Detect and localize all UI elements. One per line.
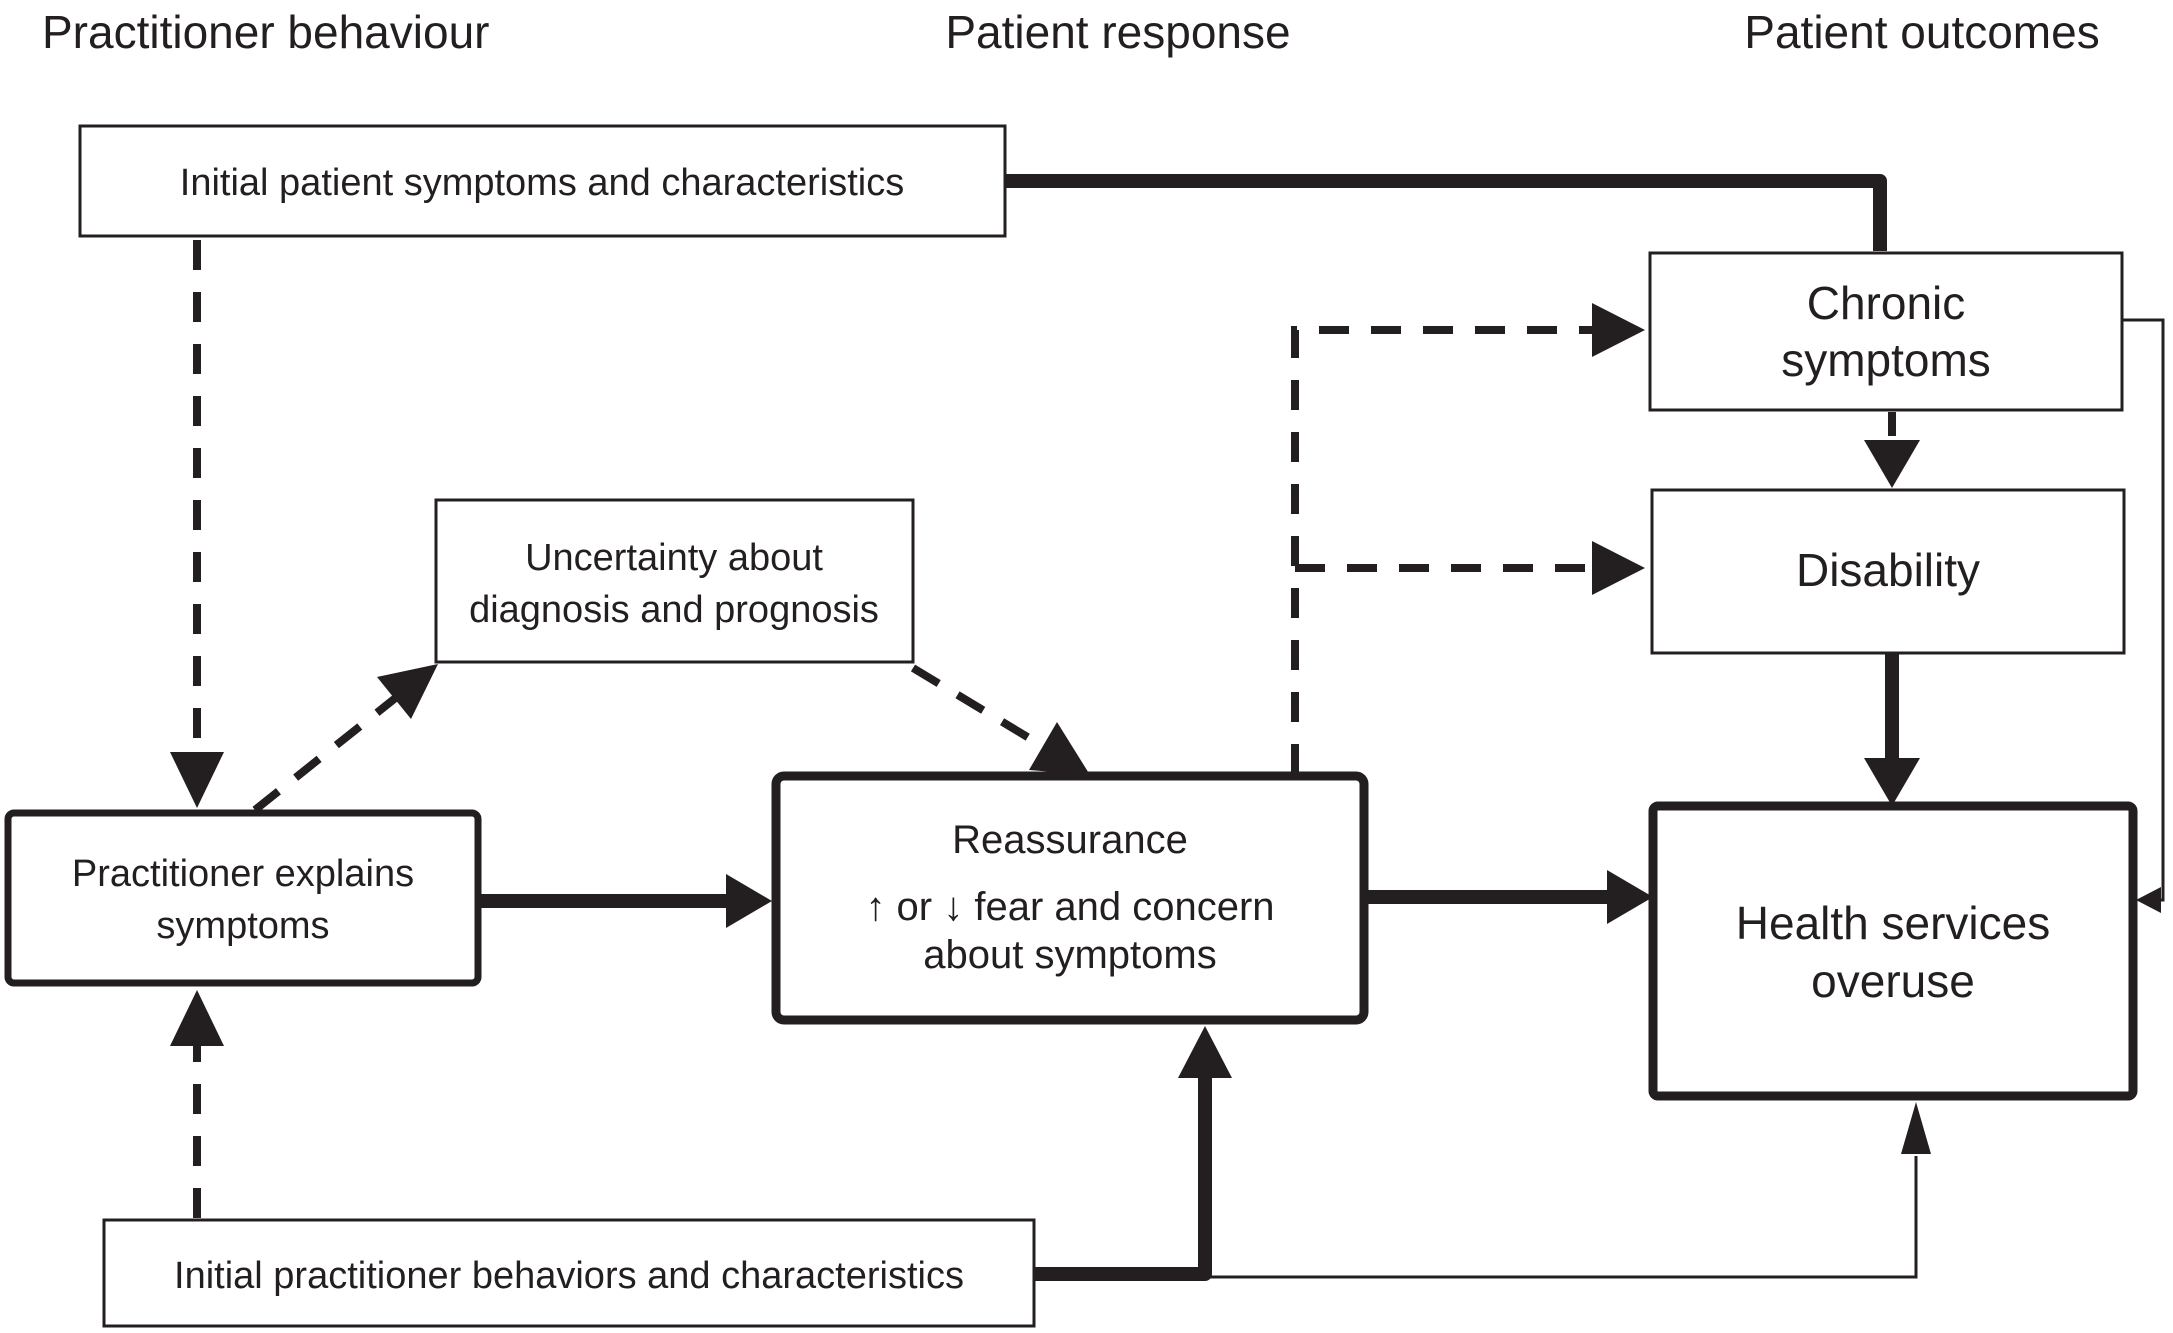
box-practitioner-explains-line2: symptoms xyxy=(156,905,329,947)
edge-uncertainty-to-reassurance xyxy=(910,664,1047,751)
box-reassurance-rect xyxy=(771,771,1369,1025)
box-practitioner-explains-rect xyxy=(4,809,482,987)
box-uncertainty-line1: Uncertainty about xyxy=(525,537,823,579)
arrowhead-into-reassurance-left xyxy=(726,874,772,928)
box-chronic-symptoms-line1: Chronic xyxy=(1807,277,1966,329)
edge-chronic-symptoms-to-health-services-loop xyxy=(2122,318,2165,902)
arrowhead-into-disability-left xyxy=(1592,541,1645,595)
box-initial-patient-symptoms: Initial patient symptoms and characteris… xyxy=(78,124,1007,238)
box-reassurance-line3: about symptoms xyxy=(923,933,1216,977)
edges-solid-thick xyxy=(478,174,1920,1281)
box-chronic-symptoms-line2: symptoms xyxy=(1781,334,1991,386)
arrowhead-into-health-services-bottom xyxy=(1901,1102,1931,1154)
arrowhead-into-practitioner-explains-bottom xyxy=(170,990,224,1046)
box-health-services-overuse: Health services overuse xyxy=(1648,801,2138,1101)
arrowhead-into-practitioner-explains-top xyxy=(170,752,224,808)
box-disability-rect xyxy=(1650,488,2126,655)
box-initial-patient-symptoms-label: Initial patient symptoms and characteris… xyxy=(180,162,904,204)
box-disability-label: Disability xyxy=(1796,544,1980,596)
arrowhead-into-health-services-top xyxy=(1864,758,1920,806)
edge-initial-practitioner-to-reassurance xyxy=(1034,1078,1212,1281)
arrowhead-into-health-services-left xyxy=(1607,870,1653,924)
column-header-practitioner-behaviour: Practitioner behaviour xyxy=(42,6,489,58)
box-health-services-line1: Health services xyxy=(1736,897,2050,949)
edge-practitioner-explains-to-uncertainty xyxy=(252,692,401,814)
box-reassurance: Reassurance ↑ or ↓ fear and concern abou… xyxy=(771,771,1369,1025)
box-health-services-line2: overuse xyxy=(1811,955,1975,1007)
edge-reassurance-to-chronic-symptoms xyxy=(1291,326,1592,774)
arrowhead-into-uncertainty-corner xyxy=(377,664,438,719)
arrowhead-into-chronic-symptoms-left xyxy=(1592,303,1645,357)
arrowhead-into-disability-top xyxy=(1864,440,1920,488)
column-header-patient-response: Patient response xyxy=(945,6,1290,58)
box-initial-practitioner: Initial practitioner behaviors and chara… xyxy=(102,1218,1036,1328)
box-practitioner-explains: Practitioner explains symptoms xyxy=(4,809,482,987)
arrowhead-into-health-services-right xyxy=(2136,887,2161,913)
edges-solid-thin xyxy=(1205,318,2165,1279)
box-initial-practitioner-rect xyxy=(102,1218,1036,1328)
edge-initial-practitioner-to-health-services xyxy=(1205,1156,1918,1279)
arrowhead-into-reassurance-bottom xyxy=(1178,1026,1232,1078)
box-uncertainty-rect xyxy=(434,498,915,664)
box-initial-practitioner-label: Initial practitioner behaviors and chara… xyxy=(174,1255,964,1297)
box-reassurance-line2: ↑ or ↓ fear and concern xyxy=(865,885,1274,929)
column-headers: Practitioner behaviour Patient response … xyxy=(42,6,2100,58)
box-disability: Disability xyxy=(1650,488,2126,655)
column-header-patient-outcomes: Patient outcomes xyxy=(1744,6,2099,58)
box-chronic-symptoms: Chronic symptoms xyxy=(1648,251,2124,412)
box-uncertainty: Uncertainty about diagnosis and prognosi… xyxy=(434,498,915,664)
box-initial-patient-symptoms-rect xyxy=(78,124,1007,238)
box-chronic-symptoms-rect xyxy=(1648,251,2124,412)
arrowhead-into-reassurance-top xyxy=(1029,722,1090,775)
box-health-services-overuse-rect xyxy=(1648,801,2138,1101)
edge-initial-patient-to-chronic-symptoms xyxy=(1005,174,1887,251)
box-uncertainty-line2: diagnosis and prognosis xyxy=(469,589,879,631)
edges-dashed xyxy=(170,240,1920,1218)
box-reassurance-title: Reassurance xyxy=(952,818,1188,862)
box-practitioner-explains-line1: Practitioner explains xyxy=(72,853,414,895)
